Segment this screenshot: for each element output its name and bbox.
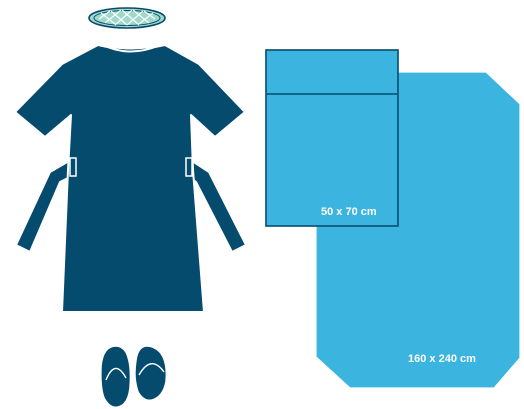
slippers-icon bbox=[101, 346, 167, 407]
bedsheet-size-label: 160 x 240 cm bbox=[408, 353, 476, 365]
surgical-cap-icon bbox=[89, 8, 165, 28]
patient-gown-icon bbox=[15, 45, 246, 312]
pillowcase: 50 x 70 cm bbox=[266, 50, 398, 226]
left-slipper bbox=[101, 346, 131, 407]
pillowcase-shape bbox=[266, 50, 398, 226]
pillowcase-size-label: 50 x 70 cm bbox=[321, 206, 377, 218]
